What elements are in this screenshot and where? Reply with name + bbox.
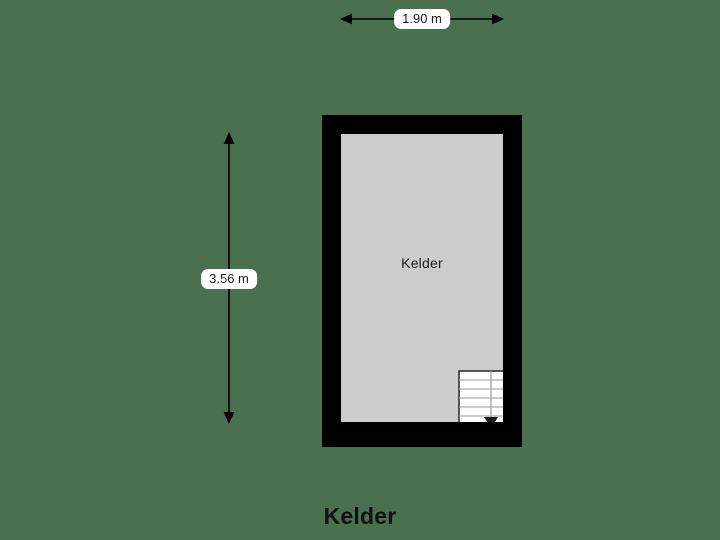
room-name-label: Kelder [401,255,443,271]
dimension-height: 3.56 m [201,132,257,424]
room-interior-floor: Kelder [341,134,503,422]
room-outline-walls: Kelder [322,115,522,447]
staircase [458,370,503,422]
down-arrow-icon [484,417,498,422]
page-title: Kelder [323,503,397,529]
dimension-height-label: 3.56 m [201,269,257,289]
staircase-body-icon [458,370,503,422]
dimension-width-label: 1.90 m [394,9,450,29]
dimension-width: 1.90 m [340,8,504,30]
